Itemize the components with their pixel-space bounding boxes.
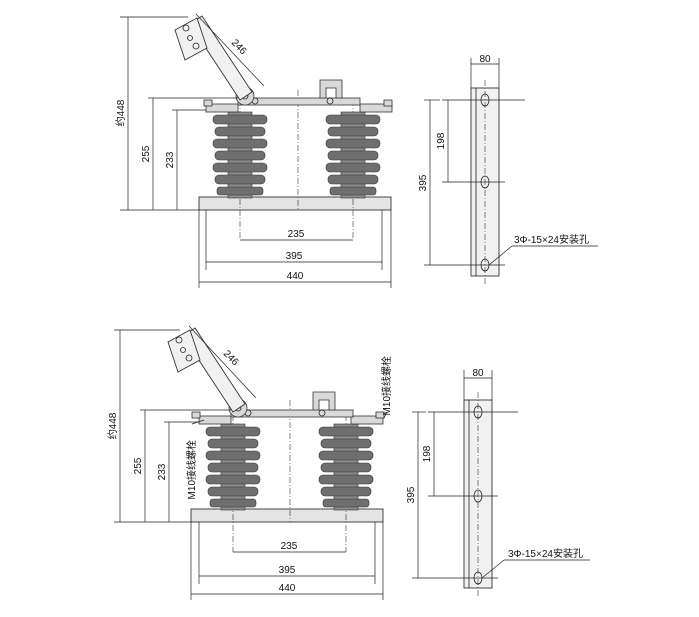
blade-open xyxy=(174,15,253,101)
side-view-top: 80 198 395 3Φ-15×24安装孔 xyxy=(418,54,598,285)
dim-span-b: 395 xyxy=(279,565,296,576)
dim-span-c: 440 xyxy=(287,271,304,282)
dim-hole-pitch: 198 xyxy=(422,445,433,462)
dim-hole-pitch: 198 xyxy=(436,132,447,149)
dim-blade-length: 246 xyxy=(229,37,249,57)
insulator-right xyxy=(325,103,393,199)
dim-overall-height: 约448 xyxy=(114,99,127,126)
dim-side-total: 395 xyxy=(418,174,429,191)
dim-side-width: 80 xyxy=(472,368,484,379)
dim-overall-height: 约448 xyxy=(106,412,119,439)
insulator-left xyxy=(198,415,261,511)
insulator-right xyxy=(318,415,384,511)
dim-span-a: 235 xyxy=(281,541,298,552)
front-view-top: 246 约448 255 233 235 395 440 xyxy=(114,13,393,288)
base-plate xyxy=(190,508,384,523)
ground-label-right: M10接线螺栓 xyxy=(380,356,393,415)
dim-height-a: 255 xyxy=(133,457,144,474)
dim-span-b: 395 xyxy=(286,251,303,262)
dim-span-c: 440 xyxy=(279,583,296,594)
dim-span-a: 235 xyxy=(288,229,305,240)
insulator-left xyxy=(205,103,268,199)
base-plate xyxy=(198,196,392,211)
dim-height-b: 233 xyxy=(165,151,176,168)
blade-open xyxy=(167,327,246,413)
dim-side-total: 395 xyxy=(406,486,417,503)
holes-note: 3Φ-15×24安装孔 xyxy=(508,547,583,560)
dim-height-a: 255 xyxy=(141,145,152,162)
dim-blade-length: 246 xyxy=(221,348,241,368)
dim-height-b: 233 xyxy=(157,463,168,480)
side-view-bottom: 80 198 395 3Φ-15×24安装孔 xyxy=(406,368,590,597)
dim-side-width: 80 xyxy=(479,54,491,65)
fixed-contact xyxy=(312,391,336,411)
holes-note: 3Φ-15×24安装孔 xyxy=(514,233,589,246)
fixed-contact xyxy=(319,79,343,99)
front-view-bottom: 246 M10接线螺栓 M10接线螺栓 约448 255 233 235 395… xyxy=(106,325,393,600)
ground-label-left: M10接线螺栓 xyxy=(185,440,198,499)
